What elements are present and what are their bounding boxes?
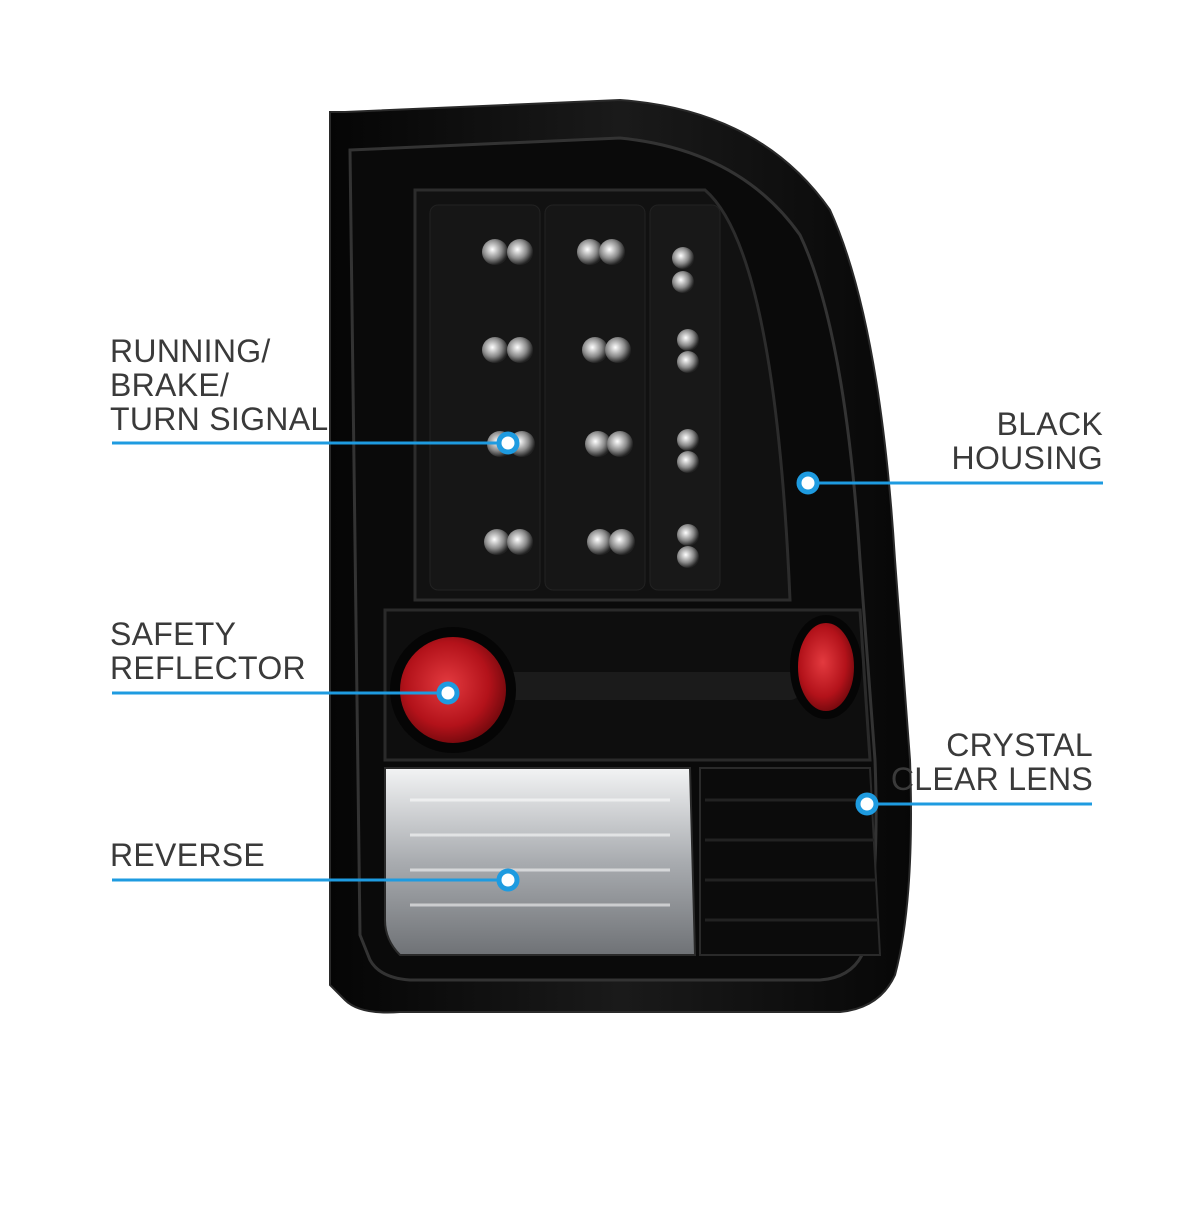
running-callout: RUNNING/ BRAKE/ TURN SIGNAL <box>110 334 328 436</box>
led-column-1 <box>429 204 541 591</box>
reverse-dot <box>496 868 520 892</box>
right-reflector <box>790 615 862 719</box>
lens-side-panel <box>699 767 882 956</box>
callout-line: CRYSTAL <box>946 727 1093 763</box>
callout-line: TURN SIGNAL <box>110 401 329 437</box>
callout-lines <box>112 441 1103 882</box>
callout-line: REFLECTOR <box>110 650 306 686</box>
callout-line: BLACK <box>996 406 1103 442</box>
reflector-bar <box>470 672 800 700</box>
lens-callout: CRYSTAL CLEAR LENS <box>891 728 1093 796</box>
reflector-callout: SAFETY REFLECTOR <box>110 617 306 685</box>
led-column-3 <box>649 204 721 591</box>
reverse-callout: REVERSE <box>110 838 265 872</box>
housing-dot <box>796 471 820 495</box>
clear-lens <box>384 767 697 956</box>
callout-line: SAFETY <box>110 616 237 652</box>
housing-callout: BLACK HOUSING <box>952 407 1103 475</box>
lens-ribs <box>410 798 670 907</box>
callout-dots <box>436 431 879 892</box>
reflector-dot <box>436 681 460 705</box>
callout-line: RUNNING/ <box>110 333 271 369</box>
lens-dot <box>855 792 879 816</box>
callout-line: CLEAR LENS <box>890 761 1093 797</box>
callout-line: REVERSE <box>110 837 266 873</box>
callout-line: HOUSING <box>951 440 1103 476</box>
running-dot <box>496 431 520 455</box>
led-column-2 <box>544 204 646 591</box>
callout-line: BRAKE/ <box>110 367 230 403</box>
side-panel-ribs <box>705 798 878 922</box>
